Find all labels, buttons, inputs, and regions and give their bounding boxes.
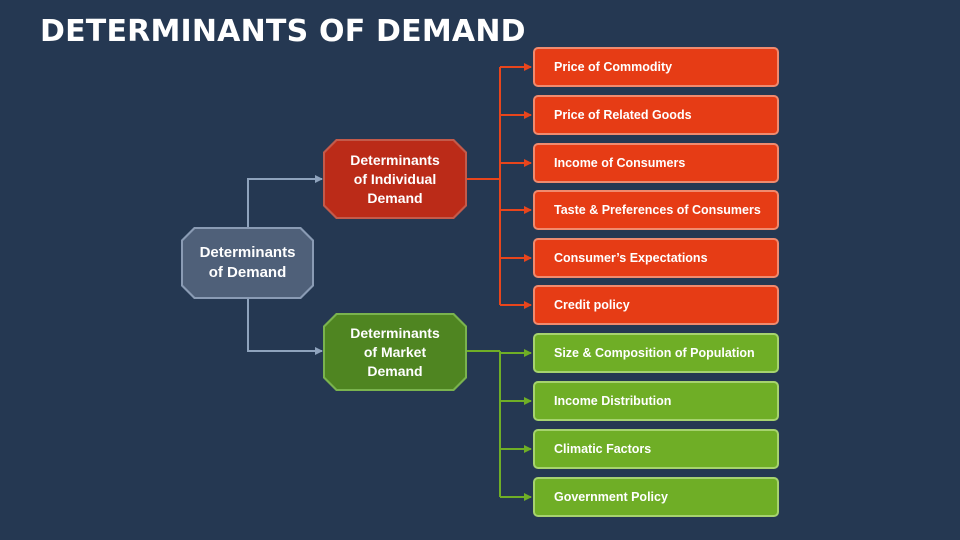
root-node-line2: of Demand bbox=[208, 264, 287, 281]
individual-connector bbox=[467, 63, 532, 309]
individual-node-line3: Demand bbox=[367, 189, 423, 206]
page-title: DETERMINANTS OF DEMAND bbox=[40, 14, 526, 49]
factor-credit-policy: Credit policy bbox=[533, 285, 779, 325]
factor-size-composition-population: Size & Composition of Population bbox=[533, 333, 779, 373]
individual-demand-node: Determinants of Individual Demand bbox=[325, 141, 465, 217]
market-connector bbox=[467, 349, 532, 501]
market-demand-node: Determinants of Market Demand bbox=[325, 315, 465, 389]
market-node-line2: of Market bbox=[363, 343, 427, 360]
individual-node-line1: Determinants bbox=[350, 151, 440, 168]
factor-taste-preferences: Taste & Preferences of Consumers bbox=[533, 190, 779, 230]
individual-node-line2: of Individual bbox=[353, 170, 437, 187]
root-node-line1: Determinants bbox=[199, 244, 296, 261]
factor-climatic-factors: Climatic Factors bbox=[533, 429, 779, 469]
factor-income-distribution: Income Distribution bbox=[533, 381, 779, 421]
root-connector bbox=[247, 175, 323, 355]
factor-price-of-related-goods: Price of Related Goods bbox=[533, 95, 779, 135]
market-node-line1: Determinants bbox=[350, 324, 440, 341]
factor-consumer-expectations: Consumer’s Expectations bbox=[533, 238, 779, 278]
factor-government-policy: Government Policy bbox=[533, 477, 779, 517]
factor-income-of-consumers: Income of Consumers bbox=[533, 143, 779, 183]
market-node-line3: Demand bbox=[367, 362, 423, 379]
root-node: Determinants of Demand bbox=[183, 229, 312, 297]
factor-price-of-commodity: Price of Commodity bbox=[533, 47, 779, 87]
